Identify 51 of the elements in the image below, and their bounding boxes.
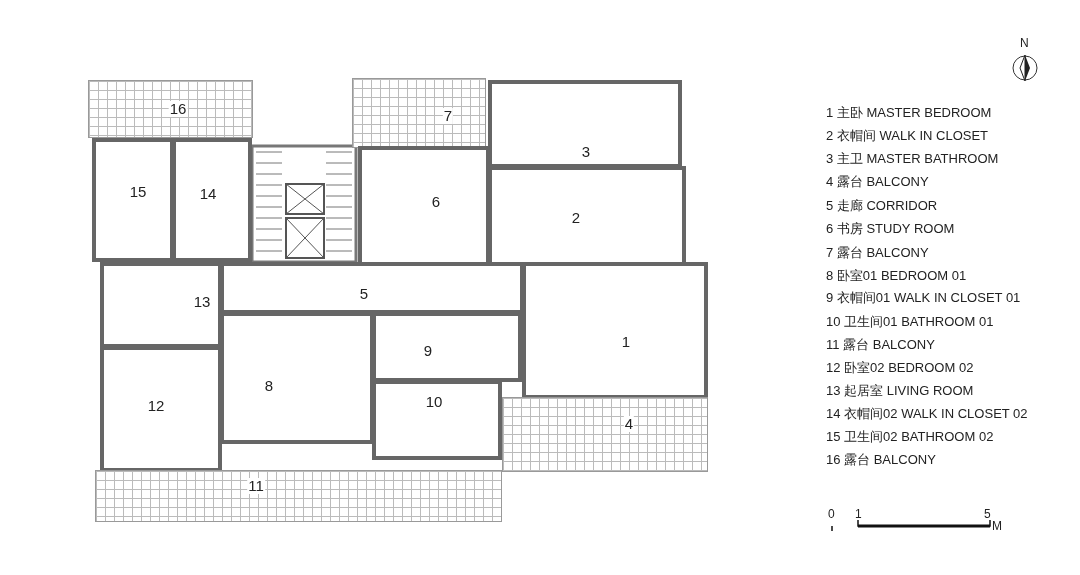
room-number: 3	[580, 144, 592, 160]
room-key-entry: 9 衣帽间01 WALK IN CLOSET 01	[826, 290, 1021, 305]
room-number: 1	[620, 334, 632, 350]
scale-tick-label: 1	[855, 508, 862, 521]
room-key-entry: 15 卫生间02 BATHROOM 02	[826, 429, 994, 444]
north-label: N	[1020, 37, 1029, 50]
room-number: 14	[198, 186, 218, 202]
room-number: 10	[424, 394, 444, 410]
room-number: 12	[146, 398, 166, 414]
room-number: 6	[430, 194, 442, 210]
balcony-area	[88, 80, 253, 138]
room-number: 2	[570, 210, 582, 226]
room-key-entry: 5 走廊 CORRIDOR	[826, 198, 938, 213]
room-number: 4	[623, 416, 635, 432]
room-key-entry: 4 露台 BALCONY	[826, 174, 929, 189]
scale-unit: M	[992, 520, 1002, 533]
room-area	[522, 262, 708, 399]
room-area	[92, 138, 174, 262]
room-area	[220, 262, 524, 314]
room-number: 8	[263, 378, 275, 394]
room-number: 13	[192, 294, 212, 310]
room-number: 9	[422, 343, 434, 359]
room-number: 5	[358, 286, 370, 302]
balcony-area	[95, 470, 502, 522]
room-key-entry: 10 卫生间01 BATHROOM 01	[826, 314, 994, 329]
room-key-entry: 16 露台 BALCONY	[826, 452, 936, 467]
room-number: 7	[442, 108, 454, 124]
room-area	[172, 138, 252, 262]
room-area	[100, 346, 222, 472]
scale-tick-label: 5	[984, 508, 991, 521]
room-key-entry: 13 起居室 LIVING ROOM	[826, 383, 974, 398]
room-area	[488, 80, 682, 168]
room-key-entry: 3 主卫 MASTER BATHROOM	[826, 151, 999, 166]
room-number: 11	[247, 478, 265, 494]
balcony-area	[502, 397, 708, 472]
room-area	[100, 262, 222, 348]
room-key-entry: 2 衣帽间 WALK IN CLOSET	[826, 128, 989, 143]
room-number: 15	[128, 184, 148, 200]
room-number: 16	[168, 101, 188, 117]
room-key-entry: 8 卧室01 BEDROOM 01	[826, 268, 967, 283]
room-key-entry: 6 书房 STUDY ROOM	[826, 221, 955, 236]
room-key-entry: 14 衣帽间02 WALK IN CLOSET 02	[826, 406, 1028, 421]
room-area	[372, 380, 502, 460]
balcony-area	[352, 78, 486, 148]
room-key-entry: 1 主卧 MASTER BEDROOM	[826, 105, 992, 120]
room-key-entry: 11 露台 BALCONY	[826, 337, 935, 352]
room-area	[220, 312, 374, 444]
scale-tick-label: 0	[828, 508, 835, 521]
room-key-entry: 12 卧室02 BEDROOM 02	[826, 360, 974, 375]
room-key-entry: 7 露台 BALCONY	[826, 245, 929, 260]
room-area	[372, 312, 522, 382]
